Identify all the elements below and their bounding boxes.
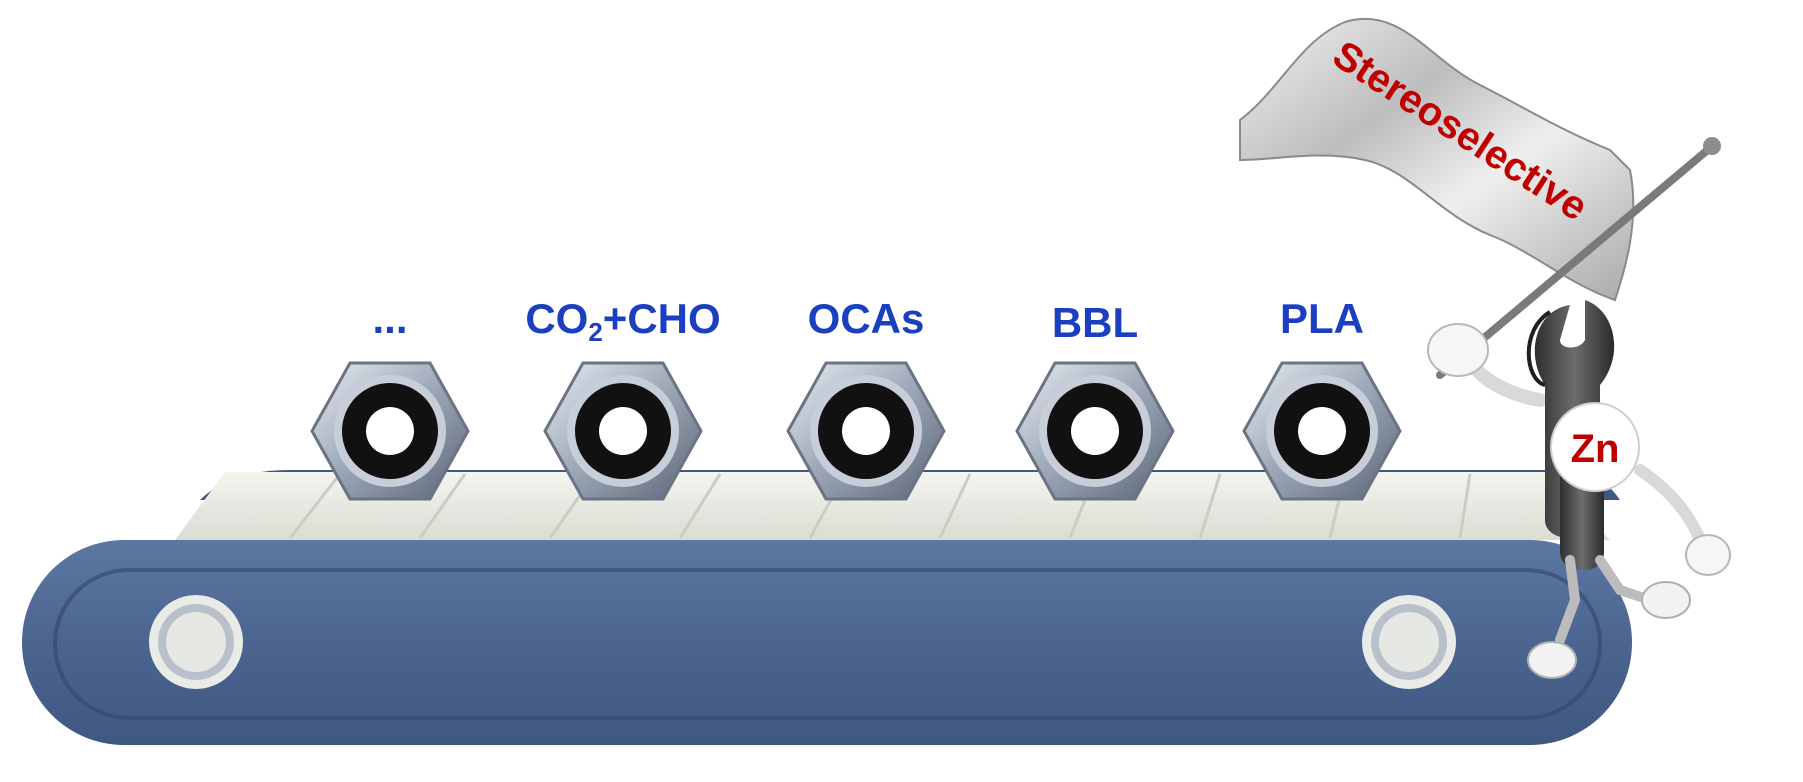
nut-4 [1015, 361, 1175, 501]
nut-5 [1242, 361, 1402, 501]
left-roller [149, 595, 243, 689]
label-item-3-text: OCAs [807, 295, 925, 342]
label-item-1: ... [372, 298, 407, 340]
nut-1 [310, 361, 470, 501]
label-item-3: OCAs [808, 298, 925, 340]
label-item-4-text: BBL [1051, 299, 1139, 346]
label-item-4: BBL [1052, 302, 1138, 344]
label-item-2-subscript: 2 [588, 317, 603, 347]
right-roller [1362, 595, 1456, 689]
label-item-2: CO2+CHO [525, 295, 721, 346]
belt-body [22, 540, 1632, 745]
nut-2 [543, 361, 703, 501]
nut-3 [786, 361, 946, 501]
zn-wrench-character: Zn [1427, 300, 1731, 679]
belt-top-surface [175, 472, 1610, 540]
label-item-2-rest: +CHO [602, 295, 721, 342]
zn-label: Zn [1571, 427, 1620, 471]
label-item-5-text: PLA [1280, 295, 1364, 342]
label-item-1-text: ... [372, 295, 408, 342]
conveyor-belt [22, 470, 1632, 745]
label-item-5: PLA [1280, 298, 1364, 340]
label-item-2-main: CO [525, 295, 589, 342]
